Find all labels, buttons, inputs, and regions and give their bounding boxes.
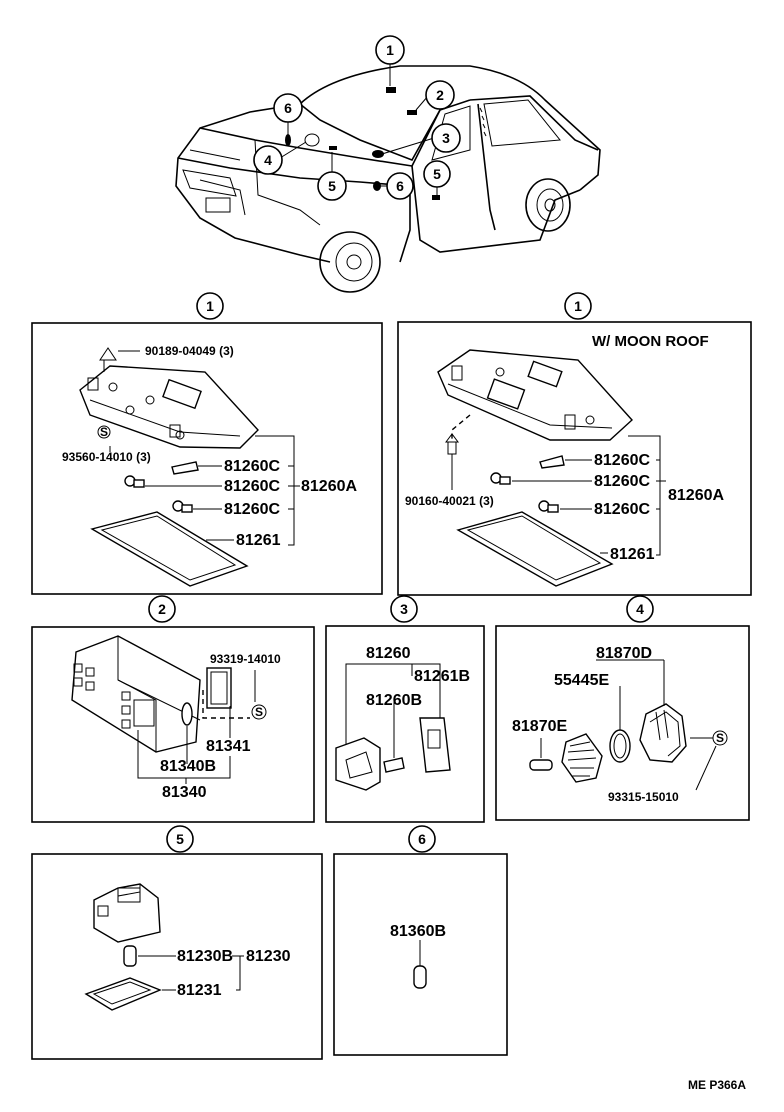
callout-6-overview: 6: [273, 93, 303, 123]
p5-assy-label: 81230: [246, 948, 291, 965]
panel-2-frame: [31, 626, 315, 823]
svg-text:S: S: [255, 705, 263, 719]
svg-text:6: 6: [284, 100, 292, 116]
panel-3-door-lamp: [335, 663, 451, 791]
callout-5-overview: 5: [317, 171, 347, 201]
panel-1-label: 1: [196, 292, 224, 320]
p4-screw-label: 93315-15010: [608, 790, 679, 804]
svg-text:6: 6: [396, 178, 404, 194]
p3-lens-label: 81261B: [414, 668, 470, 685]
svg-text:5: 5: [328, 178, 336, 194]
svg-text:1: 1: [206, 298, 214, 314]
panel-6-bulb: [413, 940, 427, 989]
p2-bulb-label: 81340B: [160, 758, 216, 775]
panel-3-label: 3: [390, 595, 418, 623]
p1b-bulb-b-label: 81260C: [594, 473, 650, 490]
callout-3-overview: 3: [431, 123, 461, 153]
svg-text:3: 3: [442, 130, 450, 146]
p5-lens-label: 81231: [177, 982, 222, 999]
panel-6-frame: [333, 853, 508, 1056]
svg-text:4: 4: [636, 601, 644, 617]
svg-text:3: 3: [400, 601, 408, 617]
svg-text:6: 6: [418, 831, 426, 847]
p1b-assy-label: 81260A: [668, 487, 724, 504]
panel-5-frame: [31, 853, 323, 1060]
panel-1b-frame: [397, 321, 752, 596]
callout-4-overview: 4: [253, 145, 283, 175]
panel-3-frame: [325, 625, 485, 823]
p3-bulb-label: 81260B: [366, 692, 422, 709]
panel-4-label: 4: [626, 595, 654, 623]
p1-bulb-a-label: 81260C: [224, 458, 280, 475]
panel-2-map-lamp: S: [71, 635, 267, 784]
p1b-lens-label: 81261: [610, 546, 655, 563]
p1-assy-label: 81260A: [301, 478, 357, 495]
p6-bulb-label: 81360B: [390, 923, 446, 940]
svg-text:S: S: [716, 731, 724, 745]
p1-lens-label: 81261: [236, 532, 281, 549]
panel-1-frame: [31, 322, 383, 595]
p1-clip-label: 93560-14010 (3): [62, 450, 151, 464]
p2-assy-label: 81340: [162, 784, 207, 801]
p1-screw-label: 90189-04049 (3): [145, 344, 234, 358]
svg-text:5: 5: [176, 831, 184, 847]
callout-5b-overview: 5: [423, 160, 451, 188]
p1b-bulb-a-label: 81260C: [594, 452, 650, 469]
p3-assy-label: 81260: [366, 645, 411, 662]
svg-text:2: 2: [158, 601, 166, 617]
p4-ring-label: 55445E: [554, 672, 609, 689]
p4-assy-label: 81870D: [596, 645, 652, 662]
svg-text:5: 5: [433, 166, 441, 182]
p2-screw-label: 93319-14010: [210, 652, 281, 666]
p1b-bulb-c-label: 81260C: [594, 501, 650, 518]
panel-1b-label: 1: [564, 292, 592, 320]
panel-6-label: 6: [408, 825, 436, 853]
svg-text:S: S: [100, 425, 108, 439]
p1-bulb-b-label: 81260C: [224, 478, 280, 495]
svg-text:1: 1: [574, 298, 582, 314]
panel-4-courtesy-lamp: S: [529, 659, 728, 791]
svg-text:4: 4: [264, 152, 272, 168]
p1b-screw-label: 90160-40021 (3): [405, 494, 494, 508]
p4-bulb-label: 81870E: [512, 718, 567, 735]
panel-5-lamp: [84, 883, 244, 1011]
car-illustration: [175, 64, 601, 293]
panel-4-frame: [495, 625, 750, 821]
panel-1b-dome-lamp: [437, 349, 666, 587]
panel-1-dome-lamp: S: [79, 347, 300, 587]
svg-text:2: 2: [436, 87, 444, 103]
diagram-code: ME P366A: [688, 1078, 746, 1092]
callout-6b-overview: 6: [386, 172, 414, 200]
p1b-header: W/ MOON ROOF: [592, 333, 709, 350]
p1-bulb-c-label: 81260C: [224, 501, 280, 518]
panel-2-label: 2: [148, 595, 176, 623]
p5-bulb-label: 81230B: [177, 948, 233, 965]
panel-5-label: 5: [166, 825, 194, 853]
callout-1-overview: 1: [375, 35, 405, 65]
p2-lens-label: 81341: [206, 738, 251, 755]
svg-text:1: 1: [386, 42, 394, 58]
callout-2-overview: 2: [425, 80, 455, 110]
